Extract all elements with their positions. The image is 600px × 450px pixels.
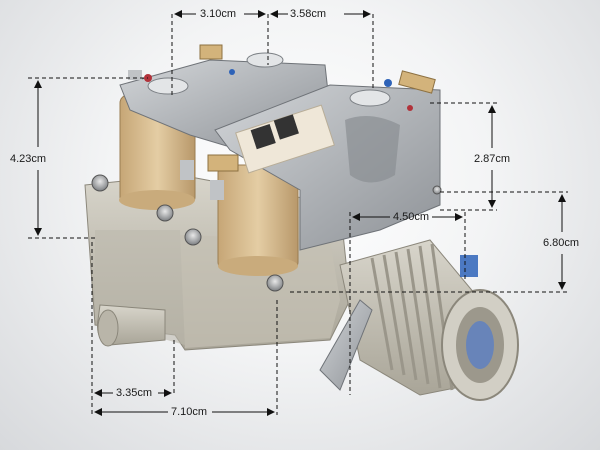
dim-bottom-long-label: 7.10cm [171, 406, 208, 418]
bracket-right [214, 79, 441, 251]
terminals [128, 44, 436, 200]
dim-right-upper-height-label: 2.87cm [474, 153, 511, 165]
screws [91, 174, 442, 292]
dim-top-left-label: 3.10cm [200, 8, 237, 20]
dim-bottom-short-label: 3.35cm [116, 387, 153, 399]
threaded-outlet [319, 239, 519, 401]
dim-outlet-width-label: 4.50cm [393, 211, 430, 223]
dim-right-lower-height-label: 6.80cm [543, 237, 580, 249]
coil-right [217, 164, 299, 276]
dim-left-height-label: 4.23cm [10, 153, 47, 165]
dimension-lines [28, 10, 568, 416]
dim-top-right-label: 3.58cm [290, 8, 327, 20]
